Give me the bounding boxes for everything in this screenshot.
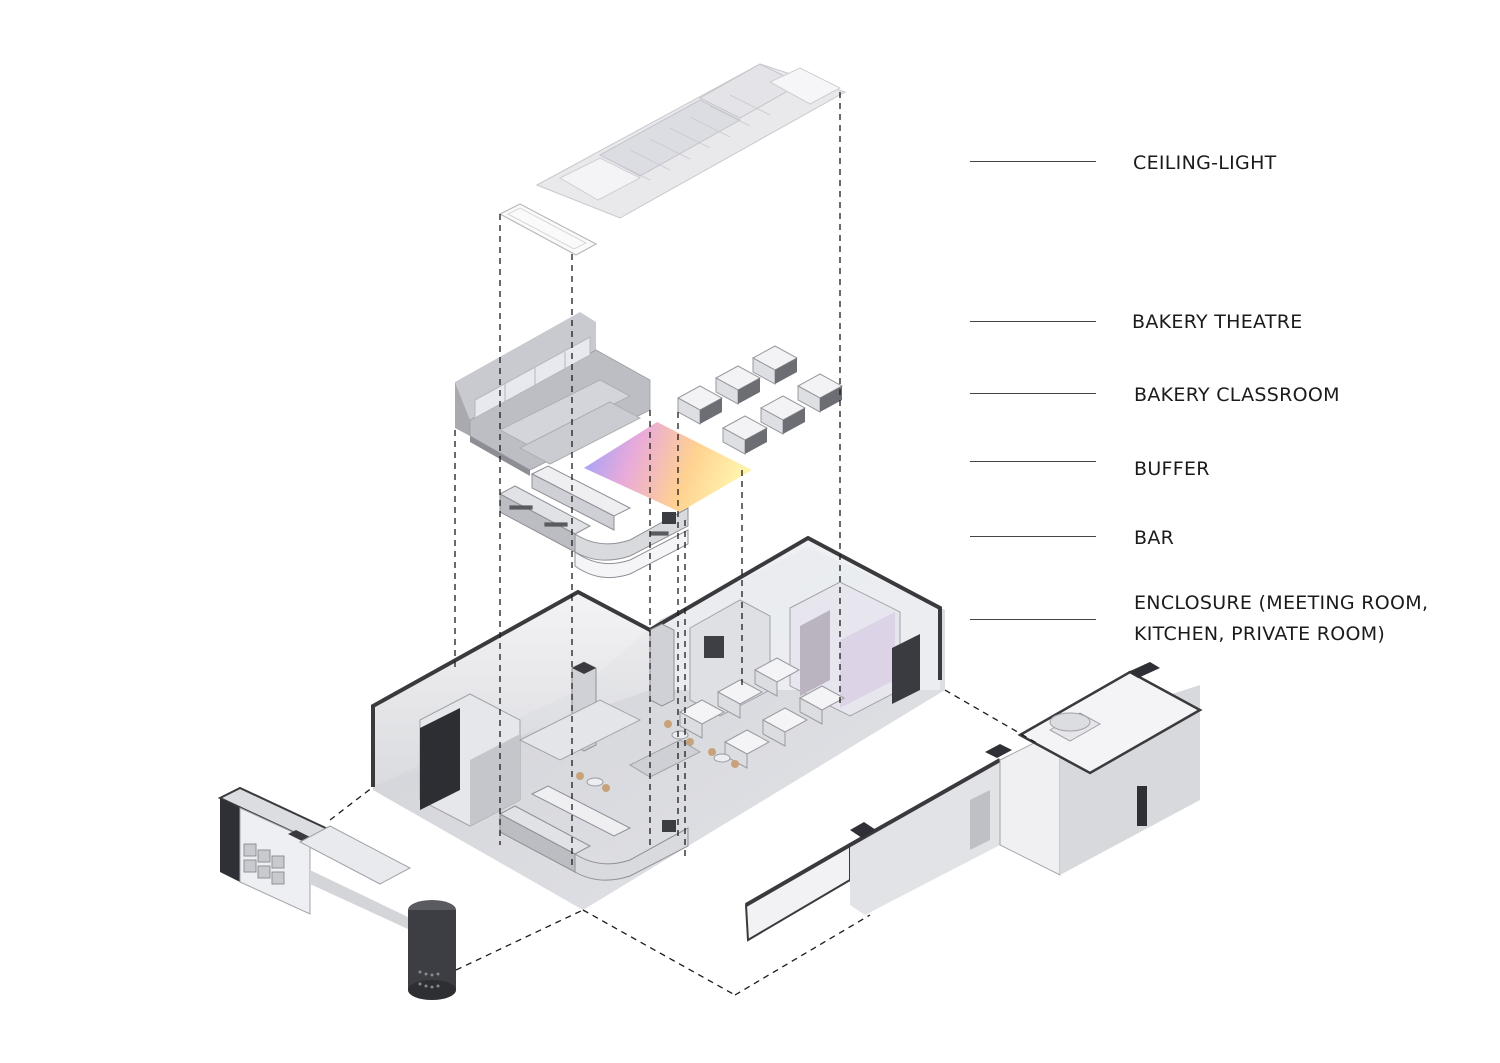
buffer-gradient-plane xyxy=(584,422,752,512)
legend-line-bar xyxy=(970,536,1096,537)
classroom-table xyxy=(751,345,799,385)
classroom-table xyxy=(721,415,769,455)
bar-layer xyxy=(498,465,689,579)
legend-label-ceiling-light: CEILING-LIGHT xyxy=(1133,152,1277,174)
legend-label-buffer: BUFFER xyxy=(1134,458,1210,480)
legend-line-buffer xyxy=(970,461,1096,462)
projection-lines xyxy=(329,92,1041,996)
legend-line-enclosure xyxy=(970,619,1096,620)
legend-label-bakery-classroom: BAKERY CLASSROOM xyxy=(1134,384,1340,406)
classroom-table xyxy=(759,395,807,435)
bakery-theatre-layer xyxy=(455,312,651,476)
classroom-table xyxy=(796,373,844,413)
right-building xyxy=(744,662,1203,942)
legend-label-bakery-theatre: BAKERY THEATRE xyxy=(1132,311,1303,333)
legend-label-bar: BAR xyxy=(1134,527,1175,549)
enclosure-layer xyxy=(371,535,945,910)
entrance-left xyxy=(217,786,456,1000)
classroom-table xyxy=(676,385,724,425)
legend-line-bakery-theatre xyxy=(970,321,1096,322)
legend-label-enclosure-line2: KITCHEN, PRIVATE ROOM) xyxy=(1134,623,1386,645)
legend-line-bakery-classroom xyxy=(970,393,1096,394)
classroom-table xyxy=(714,365,762,405)
ceiling-light-layer xyxy=(498,63,847,256)
legend-label-enclosure-line1: ENCLOSURE (MEETING ROOM, xyxy=(1134,592,1429,614)
bakery-classroom-layer xyxy=(676,345,844,455)
legend-line-ceiling-light xyxy=(970,161,1096,162)
